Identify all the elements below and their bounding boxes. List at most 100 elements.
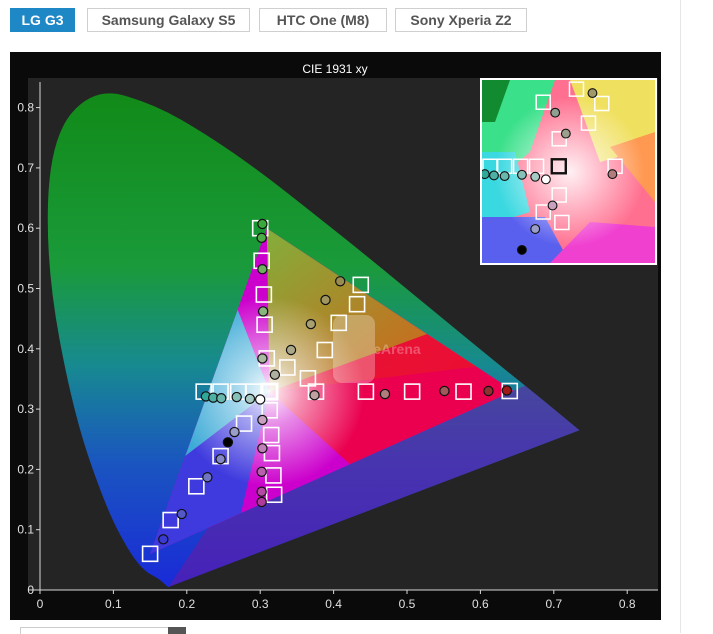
inset-measured-point bbox=[489, 170, 499, 181]
y-tick-label: 0.8 bbox=[17, 101, 34, 115]
reference-square bbox=[256, 316, 273, 333]
watermark-logo: phoneArena bbox=[333, 315, 421, 383]
inset-reference-square bbox=[535, 94, 551, 110]
y-tick-label: 0.1 bbox=[17, 523, 34, 537]
inset-measured-point bbox=[560, 128, 571, 139]
measured-point bbox=[254, 394, 266, 405]
y-tick-label: 0 bbox=[27, 583, 34, 597]
x-tick-label: 0.1 bbox=[105, 597, 122, 611]
measured-point bbox=[257, 264, 268, 275]
inset-measured-point bbox=[530, 171, 541, 182]
x-tick-labels: 0 0.1 0.2 0.3 0.4 0.5 0.6 0.7 0.8 bbox=[37, 590, 636, 611]
measured-point bbox=[256, 232, 267, 244]
bottom-control bbox=[20, 627, 186, 634]
y-tick-label: 0.4 bbox=[17, 342, 34, 356]
inset-dark-green bbox=[482, 80, 510, 122]
page-divider bbox=[680, 0, 681, 633]
inset-measured-point bbox=[607, 169, 618, 180]
measured-point bbox=[202, 472, 213, 483]
cie-chart: CIE 1931 xy phoneArena bbox=[17, 62, 658, 611]
reference-square bbox=[348, 295, 366, 313]
reference-square bbox=[141, 545, 159, 563]
watermark-phone bbox=[333, 315, 375, 383]
inset-reference-square bbox=[554, 214, 570, 231]
measured-point bbox=[244, 393, 256, 405]
chart-frame: CIE 1931 xy phoneArena bbox=[10, 52, 661, 620]
reference-square bbox=[357, 383, 375, 400]
y-tick-label: 0.5 bbox=[17, 282, 34, 296]
measured-point bbox=[257, 218, 268, 230]
x-tick-label: 0.7 bbox=[545, 597, 562, 611]
x-tick-label: 0.4 bbox=[325, 597, 342, 611]
measured-point bbox=[222, 437, 234, 448]
inset-measured-point bbox=[550, 107, 561, 118]
measured-point bbox=[256, 486, 267, 497]
inset-reference-square bbox=[535, 204, 551, 220]
reference-square bbox=[255, 286, 273, 303]
inset-reference-square bbox=[580, 115, 597, 131]
gamut-triangle bbox=[150, 228, 514, 554]
y-tick-label: 0.2 bbox=[17, 462, 34, 476]
chart-title: CIE 1931 xy bbox=[302, 62, 367, 76]
measured-point bbox=[257, 353, 268, 364]
measured-point bbox=[269, 369, 281, 380]
measured-point bbox=[501, 385, 513, 396]
measured-point bbox=[158, 534, 169, 545]
purple-line-region bbox=[168, 370, 580, 587]
measured-point bbox=[229, 426, 240, 438]
measured-point bbox=[309, 390, 320, 401]
inset-measured-point bbox=[547, 200, 558, 211]
reference-square bbox=[330, 314, 348, 332]
measured-point bbox=[335, 276, 346, 287]
measured-point bbox=[256, 496, 267, 508]
measured-point bbox=[483, 385, 494, 397]
reference-square bbox=[403, 383, 421, 400]
y-tick-label: 0.7 bbox=[17, 161, 34, 175]
reference-square bbox=[265, 486, 283, 504]
inset-reference-square bbox=[568, 81, 585, 97]
tab-lg-g3[interactable]: LG G3 bbox=[10, 8, 75, 32]
x-tick-label: 0 bbox=[37, 597, 44, 611]
measured-point bbox=[216, 393, 227, 404]
tab-htc-one-m8[interactable]: HTC One (M8) bbox=[259, 8, 387, 32]
y-tick-label: 0.3 bbox=[17, 402, 34, 416]
inset-measured-point bbox=[482, 169, 490, 180]
inset-measured-point bbox=[540, 174, 551, 185]
x-tick-label: 0.5 bbox=[399, 597, 416, 611]
inset-measured-point bbox=[516, 169, 527, 180]
inset-measured-point bbox=[587, 88, 598, 99]
reference-square bbox=[262, 426, 280, 444]
reference-square bbox=[188, 477, 205, 495]
x-tick-label: 0.8 bbox=[619, 597, 636, 611]
y-tick-labels: 00.10.20.30.40.50.60.70.8 bbox=[17, 101, 40, 597]
reference-square bbox=[279, 359, 296, 376]
zoom-inset bbox=[480, 78, 657, 265]
inset-reference-square bbox=[551, 131, 567, 147]
reference-squares bbox=[141, 219, 519, 563]
reference-square bbox=[162, 511, 179, 529]
measured-point bbox=[176, 508, 187, 520]
inset-reference-square bbox=[551, 187, 567, 203]
measured-point bbox=[379, 388, 391, 400]
reference-square bbox=[263, 444, 281, 462]
measured-point bbox=[231, 391, 242, 403]
inset-measured-point bbox=[530, 224, 541, 234]
inset-white-glow bbox=[495, 97, 645, 247]
watermark-text: phoneArena bbox=[339, 341, 421, 357]
x-tick-label: 0.3 bbox=[252, 597, 269, 611]
tab-samsung-galaxy-s5[interactable]: Samsung Galaxy S5 bbox=[87, 8, 250, 32]
inset-markers bbox=[482, 81, 623, 255]
reference-square bbox=[455, 383, 472, 400]
white-point-square bbox=[260, 382, 279, 401]
measured-point bbox=[257, 414, 268, 426]
tab-sony-xperia-z2[interactable]: Sony Xperia Z2 bbox=[395, 8, 527, 32]
measured-point bbox=[285, 344, 297, 356]
measured-point bbox=[439, 385, 450, 397]
reference-square bbox=[352, 276, 370, 294]
inset-magenta bbox=[550, 222, 655, 263]
x-tick-label: 0.6 bbox=[472, 597, 489, 611]
x-tick-label: 0.2 bbox=[178, 597, 195, 611]
reference-square bbox=[316, 341, 334, 359]
measured-point bbox=[257, 443, 268, 454]
measured-point bbox=[320, 294, 331, 306]
